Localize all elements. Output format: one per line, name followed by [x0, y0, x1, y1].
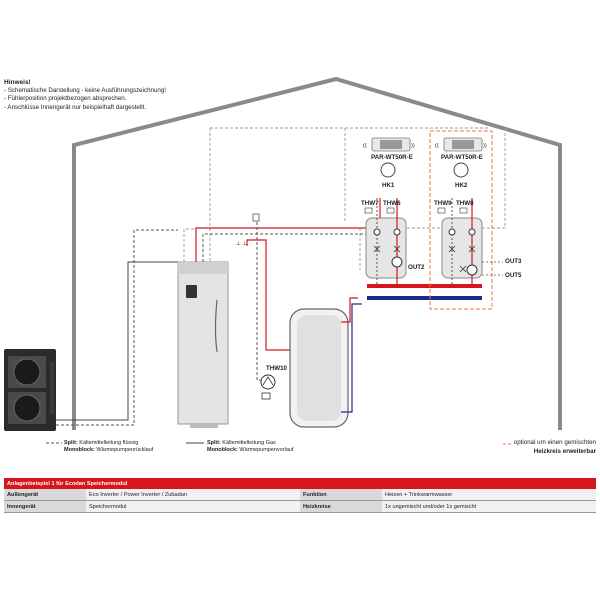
pump-station-hk1: [365, 198, 407, 284]
notes-heading: Hinweis!: [4, 79, 31, 86]
notes-line: - Fühlerposition projektbezogen absprech…: [4, 95, 127, 103]
primary-line-liquid: [56, 229, 178, 426]
controller-hk1: (( )) PAR-WT50R-E HK1: [363, 137, 415, 189]
sensor-thw7: THW7: [361, 200, 379, 207]
legend-gas-flow: Split: Kältemittelleitung Gas Monoblock:…: [207, 440, 294, 453]
optional-circuit-frame: [429, 130, 493, 310]
notes-line: - Anschlüsse Innengerät nur beispielhaft…: [4, 103, 147, 111]
pump-station-hk2: [441, 198, 483, 284]
circuit-label: HK1: [382, 182, 395, 189]
svg-text:)): )): [411, 143, 415, 149]
flow-pipe-tank: [246, 239, 292, 351]
controller-hk2: (( )) PAR-WT50R-E HK2: [435, 137, 487, 189]
sensor-thw9: THW9: [434, 200, 452, 207]
system-info-table: Anlagenbeispiel 1 für Ecodan Speichermod…: [4, 478, 596, 513]
svg-text:((: ((: [363, 143, 367, 149]
notes-line: - Schematische Darstellung - keine Ausfü…: [4, 87, 166, 95]
notes-block: Hinweis! - Schematische Darstellung - ke…: [4, 79, 166, 112]
control-wiring: [183, 127, 506, 270]
legend-liquid-return: Split: Kältemittelleitung flüssig Monobl…: [64, 440, 154, 453]
table-row: Innengerät Speichermodul Heizkreise 1x u…: [4, 500, 596, 513]
thw10-pump: [260, 374, 276, 400]
optional-line1: optional um einen gemischten: [513, 439, 596, 446]
sensor-thw8: THW8: [456, 200, 474, 207]
primary-line-gas: [56, 261, 178, 421]
air-vent: [252, 213, 260, 222]
table-row: Außengerät Eco Inverter / Power Inverter…: [4, 489, 596, 501]
buffer-tank: [289, 297, 362, 428]
controller-model: PAR-WT50R-E: [441, 154, 483, 161]
flow-manifold: [367, 284, 482, 288]
output-out2: OUT2: [408, 264, 425, 271]
optional-line2: Heizkreis erweiterbar: [533, 448, 596, 455]
output-out3: OUT3: [505, 258, 522, 265]
sensor-thw10: THW10: [266, 365, 288, 372]
sensor-thw6: THW6: [383, 200, 401, 207]
flow-pipe-hk1: [195, 198, 381, 262]
table-title: Anlagenbeispiel 1 für Ecodan Speichermod…: [4, 478, 596, 489]
indoor-unit: [177, 261, 229, 428]
svg-text:)): )): [483, 143, 487, 149]
tap-symbol: ⊥ ⊥: [236, 240, 247, 247]
controller-model: PAR-WT50R-E: [371, 154, 413, 161]
outdoor-unit: [4, 349, 56, 431]
legend-optional: optional um einen gemischten Heizkreis e…: [514, 438, 596, 456]
svg-text:((: ((: [435, 143, 439, 149]
house-outline: [72, 76, 562, 430]
circuit-label: HK2: [455, 182, 468, 189]
return-manifold: [367, 296, 482, 300]
output-out5: OUT5: [505, 272, 522, 279]
